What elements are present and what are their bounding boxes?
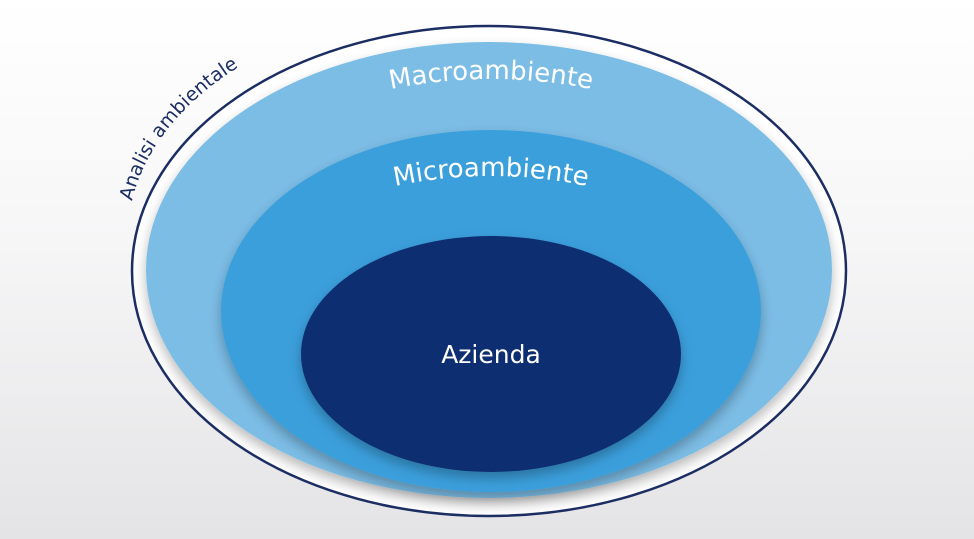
company-core-label: Azienda xyxy=(441,340,541,369)
company-core xyxy=(301,236,681,472)
